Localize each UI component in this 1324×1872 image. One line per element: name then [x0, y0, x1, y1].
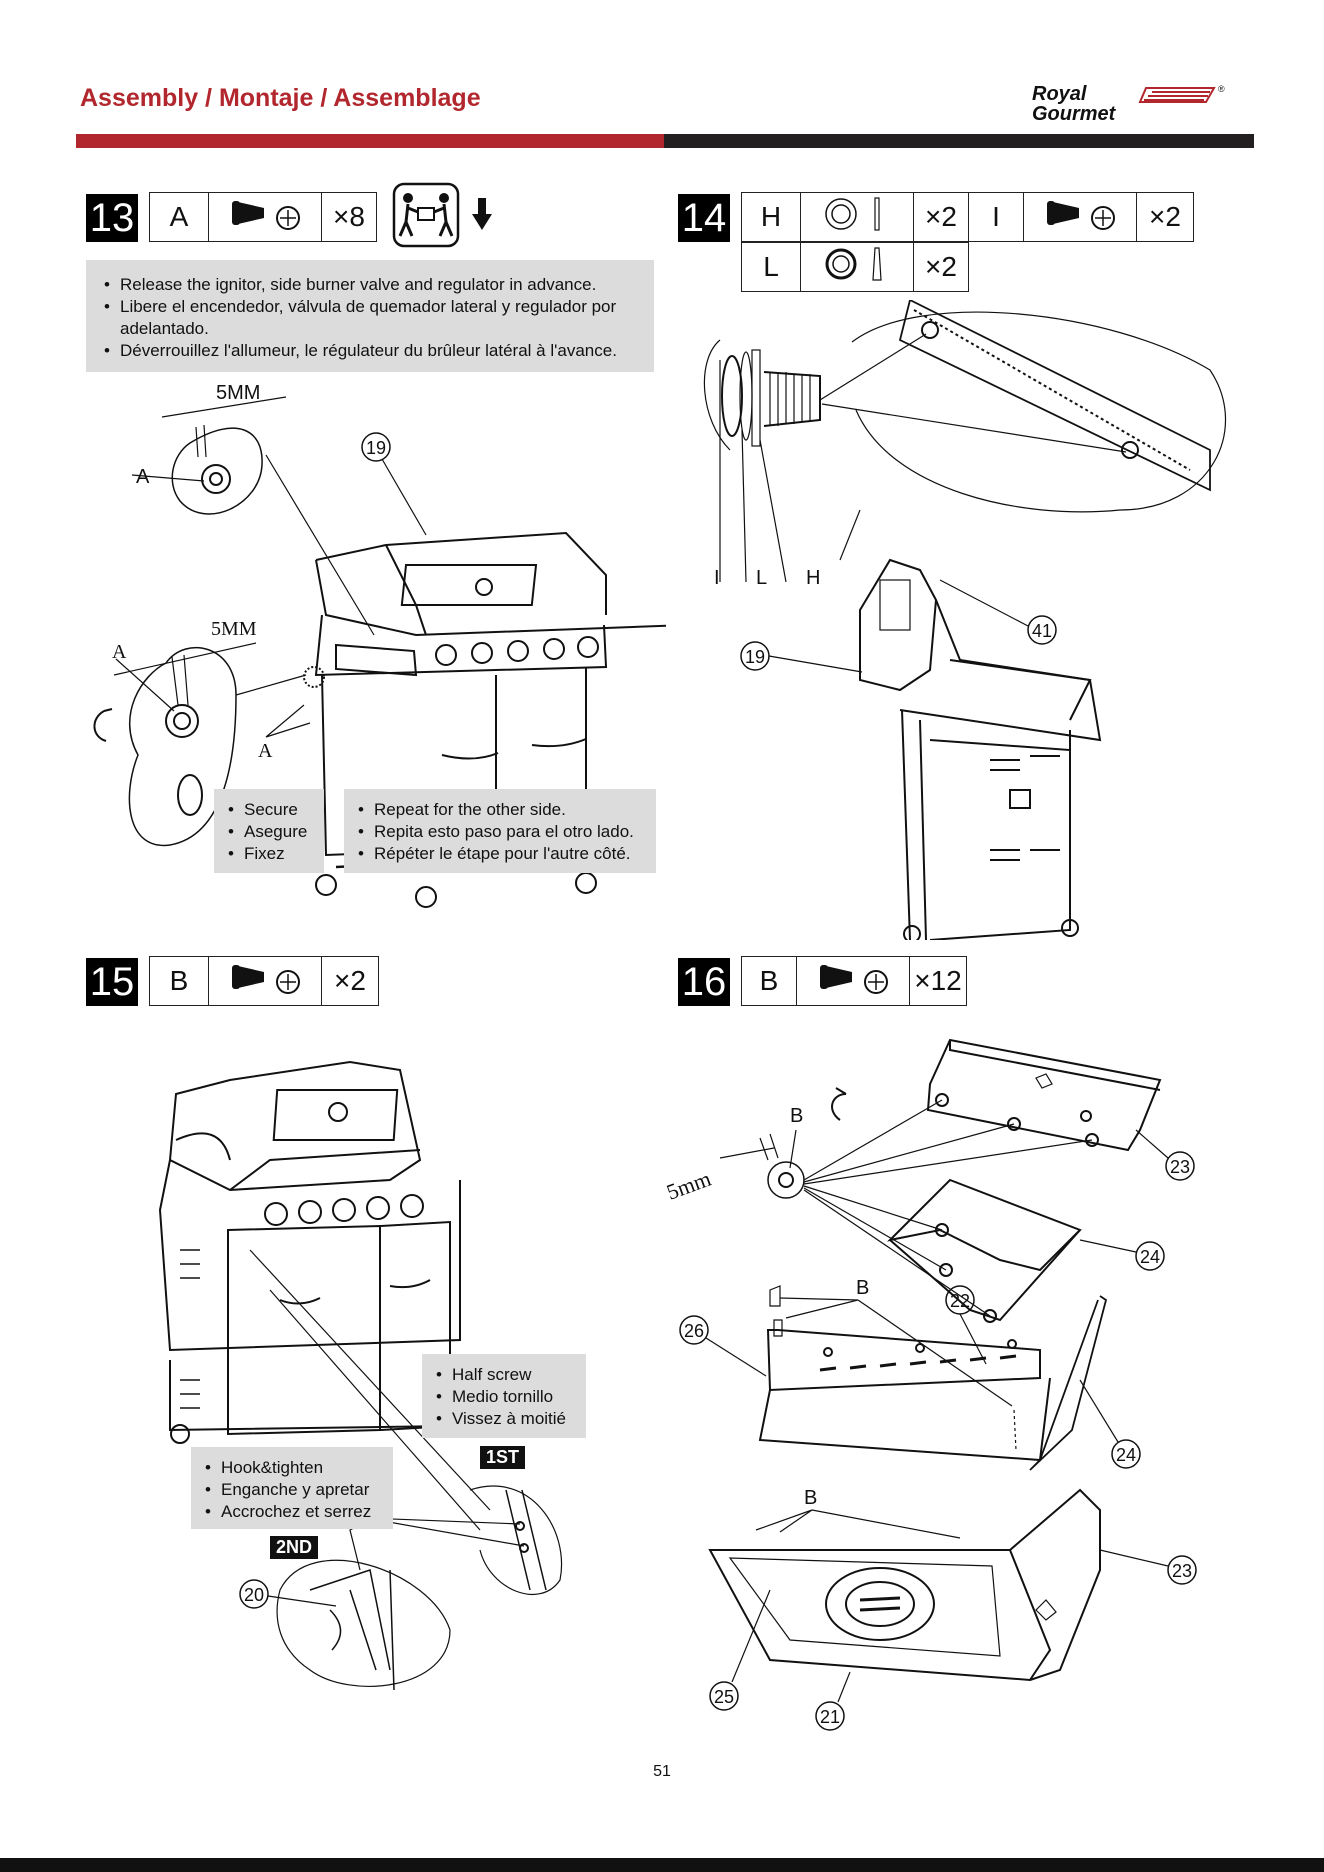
- step-14-parts-table: H ×2 I ×2: [741, 192, 1194, 242]
- tag-1st: 1ST: [480, 1446, 526, 1469]
- hook-fr: Accrochez et serrez: [203, 1501, 387, 1523]
- step-13-secure-note: Secure Asegure Fixez: [214, 789, 324, 873]
- callout-24a: 24: [1140, 1247, 1160, 1267]
- step-15-illustration: B 20: [150, 1050, 570, 1705]
- hook-en: Hook&tighten: [203, 1457, 387, 1479]
- callout-23a: 23: [1170, 1157, 1190, 1177]
- callout-23b: 23: [1172, 1561, 1192, 1581]
- repeat-es: Repita esto paso para el otro lado.: [356, 821, 650, 843]
- two-person-lift-icon: [392, 182, 464, 253]
- step-16-illustration: B 5mm 23 24 B 22 26: [660, 1030, 1220, 1745]
- step-13-number: 13: [86, 194, 138, 242]
- callout-i: I: [714, 567, 720, 589]
- page-number: 51: [653, 1763, 671, 1780]
- part-qty-l: ×2: [913, 242, 969, 292]
- step-14-parts-table-row2: L ×2: [741, 242, 969, 292]
- callout-b-16a: B: [790, 1105, 803, 1127]
- note-fr: Déverrouillez l'allumeur, le régulateur …: [102, 340, 644, 362]
- tag-2nd: 2ND: [270, 1536, 319, 1559]
- callout-a-3: A: [258, 740, 273, 762]
- callout-22: 22: [950, 1291, 970, 1311]
- footer-bar: [0, 1858, 1324, 1872]
- screw-icon: [208, 956, 322, 1006]
- screw-icon: [1023, 192, 1137, 242]
- header-bar-red: [76, 134, 664, 148]
- callout-a-2: A: [112, 641, 127, 663]
- secure-en: Secure: [226, 799, 318, 821]
- callout-5mm-16: 5mm: [663, 1166, 714, 1205]
- callout-l: L: [756, 567, 767, 589]
- note-en: Release the ignitor, side burner valve a…: [102, 274, 644, 296]
- screw-icon: [208, 192, 322, 242]
- step-13-instructions: Release the ignitor, side burner valve a…: [86, 260, 654, 372]
- callout-26: 26: [684, 1321, 704, 1341]
- step-13-repeat-note: Repeat for the other side. Repita esto p…: [344, 789, 656, 873]
- callout-5mm-1: 5MM: [216, 382, 260, 404]
- part-qty-b16: ×12: [909, 956, 967, 1006]
- lock-washer-icon: [800, 242, 914, 292]
- half-screw-en: Half screw: [434, 1364, 580, 1386]
- callout-21: 21: [820, 1707, 840, 1727]
- step-16-number: 16: [678, 958, 730, 1006]
- callout-20: 20: [244, 1585, 264, 1605]
- royal-gourmet-logo: Royal Gourmet ®: [1032, 83, 1225, 124]
- screw-icon: [796, 956, 910, 1006]
- part-letter-l: L: [741, 242, 801, 292]
- part-qty-i: ×2: [1136, 192, 1194, 242]
- repeat-en: Repeat for the other side.: [356, 799, 650, 821]
- logo-line1: Royal: [1032, 83, 1087, 105]
- callout-b-16c: B: [804, 1487, 817, 1509]
- callout-19: 19: [366, 438, 386, 458]
- step-13-illustration: 5MM A 19 5MM A A: [86, 375, 687, 940]
- step-16-parts-table: B ×12: [741, 956, 967, 1006]
- part-qty-h: ×2: [913, 192, 969, 242]
- callout-19b: 19: [745, 647, 765, 667]
- part-letter-i: I: [968, 192, 1024, 242]
- note-es: Libere el encendedor, válvula de quemado…: [102, 296, 644, 340]
- callout-a-1: A: [136, 466, 150, 488]
- part-qty: ×8: [321, 192, 377, 242]
- part-qty-b: ×2: [321, 956, 379, 1006]
- down-arrow-icon: [472, 198, 492, 237]
- callout-25: 25: [714, 1687, 734, 1707]
- secure-es: Asegure: [226, 821, 318, 843]
- step-15-half-screw-note: Half screw Medio tornillo Vissez à moiti…: [422, 1354, 586, 1438]
- flat-washer-icon: [800, 192, 914, 242]
- hook-es: Enganche y apretar: [203, 1479, 387, 1501]
- step-15-parts-table: B ×2: [149, 956, 379, 1006]
- part-letter-b16: B: [741, 956, 797, 1006]
- callout-b-16b: B: [856, 1277, 869, 1299]
- repeat-fr: Répéter le étape pour l'autre côté.: [356, 843, 650, 865]
- secure-fr: Fixez: [226, 843, 318, 865]
- part-letter-h: H: [741, 192, 801, 242]
- callout-5mm-2: 5MM: [211, 618, 257, 640]
- step-14-illustration: I L H 41 19: [690, 298, 1250, 945]
- header-bar-dark: [664, 134, 1254, 148]
- callout-41: 41: [1032, 621, 1052, 641]
- step-14-number: 14: [678, 194, 730, 242]
- step-13-parts-table: A ×8: [149, 192, 377, 242]
- page-title: Assembly / Montaje / Assemblage: [80, 84, 481, 112]
- half-screw-fr: Vissez à moitié: [434, 1408, 580, 1430]
- callout-24b: 24: [1116, 1445, 1136, 1465]
- step-15-hook-note: Hook&tighten Enganche y apretar Accroche…: [191, 1447, 393, 1529]
- step-15-number: 15: [86, 958, 138, 1006]
- half-screw-es: Medio tornillo: [434, 1386, 580, 1408]
- logo-line2: Gourmet: [1032, 103, 1117, 124]
- part-letter: A: [149, 192, 209, 242]
- part-letter-b: B: [149, 956, 209, 1006]
- logo-registered: ®: [1218, 84, 1225, 94]
- callout-h: H: [806, 567, 820, 589]
